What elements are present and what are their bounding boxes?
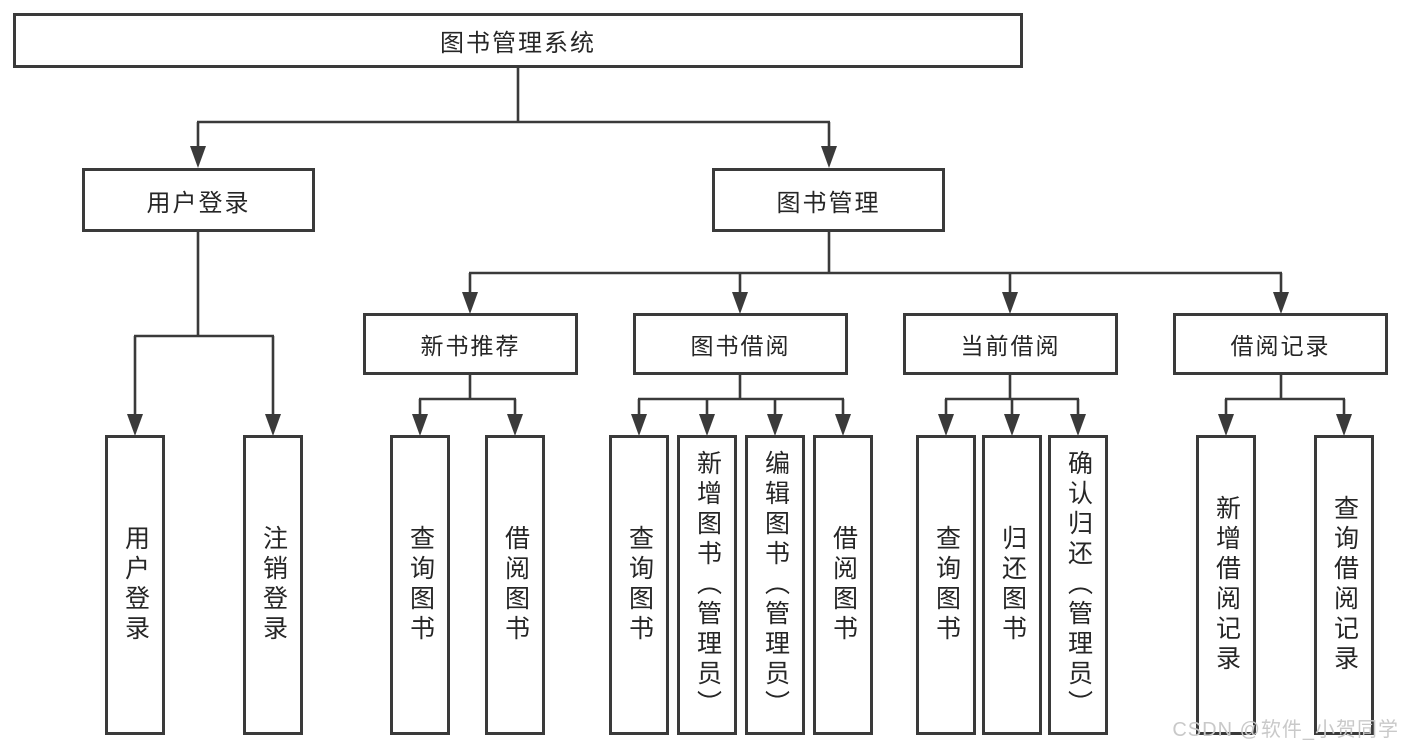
arrowhead	[127, 414, 143, 436]
arrowhead	[821, 146, 837, 168]
connector-bookborrow-to-leaves	[631, 375, 851, 436]
arrowhead	[1273, 292, 1289, 314]
csdn-watermark: CSDN @软件_小贺同学	[1172, 719, 1399, 741]
leaf-query-books-borrow: 查询图书	[609, 435, 669, 735]
arrowhead	[1336, 414, 1352, 436]
leaf-query-books-current: 查询图书	[916, 435, 976, 735]
leaf-label: 归还图书	[998, 525, 1027, 645]
leaf-label: 借阅图书	[501, 525, 530, 645]
node-root-label: 图书管理系统	[440, 30, 596, 57]
connector-bookmgmt-to-level3	[462, 232, 1289, 314]
arrowhead	[835, 414, 851, 436]
connector-borrowrecords-to-leaves	[1218, 375, 1352, 436]
arrowhead	[1070, 414, 1086, 436]
connector-newbooks-to-leaves	[412, 375, 523, 436]
arrowhead	[190, 146, 206, 168]
leaf-borrow-books: 借阅图书	[813, 435, 873, 735]
arrowhead	[1002, 292, 1018, 314]
node-new-book-recommend-label: 新书推荐	[420, 333, 521, 359]
leaf-label: 查询借阅记录	[1330, 495, 1359, 675]
leaf-add-borrow-record: 新增借阅记录	[1196, 435, 1256, 735]
node-current-borrow: 当前借阅	[903, 313, 1118, 375]
leaf-label: 查询图书	[932, 525, 961, 645]
leaf-label: 用户登录	[121, 525, 150, 645]
arrowhead	[1004, 414, 1020, 436]
node-book-management: 图书管理	[712, 168, 945, 232]
leaf-return-book: 归还图书	[982, 435, 1042, 735]
leaf-query-books-recommend: 查询图书	[390, 435, 450, 735]
leaf-user-login: 用户登录	[105, 435, 165, 735]
leaf-label: 新增借阅记录	[1212, 495, 1241, 675]
leaf-label: 新增图书（管理员）	[693, 450, 722, 720]
arrowhead	[631, 414, 647, 436]
connector-root-to-level2	[190, 68, 837, 168]
node-book-borrow: 图书借阅	[633, 313, 848, 375]
node-borrow-records-label: 借阅记录	[1230, 333, 1331, 359]
arrowhead	[412, 414, 428, 436]
node-book-management-label: 图书管理	[776, 189, 881, 217]
node-borrow-records: 借阅记录	[1173, 313, 1388, 375]
leaf-confirm-return-admin: 确认归还（管理员）	[1048, 435, 1108, 735]
leaf-borrow-books-recommend: 借阅图书	[485, 435, 545, 735]
arrowhead	[265, 414, 281, 436]
leaf-label: 查询图书	[625, 525, 654, 645]
node-user-login-label: 用户登录	[146, 189, 251, 217]
node-user-login: 用户登录	[82, 168, 315, 232]
node-current-borrow-label: 当前借阅	[960, 333, 1061, 359]
leaf-label: 借阅图书	[829, 525, 858, 645]
arrowhead	[767, 414, 783, 436]
connector-currentborrow-to-leaves	[938, 375, 1086, 436]
arrowhead	[732, 292, 748, 314]
leaf-label: 注销登录	[259, 525, 288, 645]
leaf-add-book-admin: 新增图书（管理员）	[677, 435, 737, 735]
leaf-query-borrow-record: 查询借阅记录	[1314, 435, 1374, 735]
arrowhead	[938, 414, 954, 436]
connector-userlogin-to-leaves	[127, 232, 281, 436]
node-new-book-recommend: 新书推荐	[363, 313, 578, 375]
leaf-label: 查询图书	[406, 525, 435, 645]
leaf-label: 编辑图书（管理员）	[761, 450, 790, 720]
node-root: 图书管理系统	[13, 13, 1023, 68]
leaf-logout: 注销登录	[243, 435, 303, 735]
leaf-edit-book-admin: 编辑图书（管理员）	[745, 435, 805, 735]
node-book-borrow-label: 图书借阅	[690, 333, 791, 359]
arrowhead	[1218, 414, 1234, 436]
arrowhead	[507, 414, 523, 436]
arrowhead	[462, 292, 478, 314]
arrowhead	[699, 414, 715, 436]
leaf-label: 确认归还（管理员）	[1064, 450, 1093, 720]
